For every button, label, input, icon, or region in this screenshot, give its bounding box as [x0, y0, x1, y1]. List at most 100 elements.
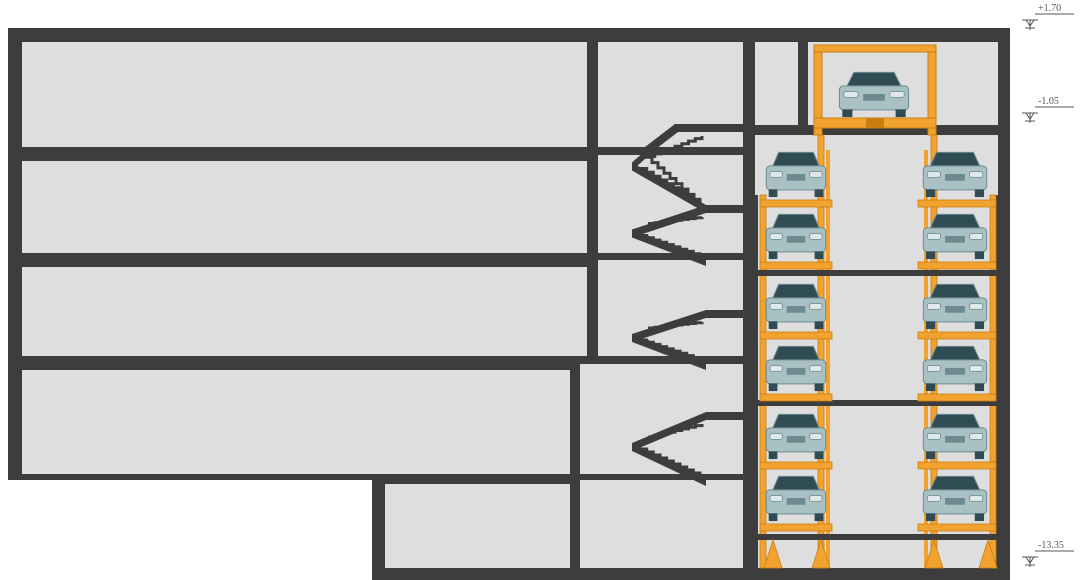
level-label-middle: -1.05 — [1038, 96, 1059, 107]
car-windshield — [845, 71, 903, 88]
stair-flight-lower — [632, 162, 706, 213]
car-windshield — [929, 283, 981, 300]
level-datum-icon — [1022, 106, 1074, 123]
car-headlight-left — [926, 171, 941, 178]
car-icon — [838, 71, 910, 118]
staircase-3 — [632, 310, 743, 370]
car-headlight-left — [926, 233, 941, 240]
pallet-left — [759, 199, 833, 208]
stair-steps — [648, 321, 704, 330]
car-icon — [765, 475, 827, 522]
car-wheel-left — [768, 513, 778, 522]
car-headlight-left — [769, 303, 783, 310]
car-headlight-left — [843, 91, 859, 98]
car-grille — [786, 174, 806, 181]
car-headlight-left — [769, 171, 783, 178]
building-structure — [8, 28, 1010, 580]
car-windshield — [929, 345, 981, 362]
car-windshield — [771, 475, 821, 492]
car-icon — [922, 413, 988, 460]
car-icon — [765, 283, 827, 330]
steel-column — [759, 194, 767, 569]
level-label-top: +1.70 — [1038, 3, 1061, 14]
car-icon — [765, 345, 827, 392]
car-wheel-right — [814, 513, 824, 522]
car-wheel-left — [925, 321, 936, 330]
car-icon — [922, 151, 988, 198]
level-datum-icon — [1022, 550, 1074, 567]
gantry-beam-top — [813, 44, 937, 53]
car-icon — [922, 345, 988, 392]
car-wheel-right — [974, 321, 985, 330]
car-windshield — [929, 475, 981, 492]
staircase-4 — [632, 412, 743, 486]
pallet-right — [917, 523, 997, 532]
car-grille — [945, 498, 965, 505]
shaft-floor-slab — [752, 534, 1000, 540]
level-marker-bottom: -13.35 — [1022, 540, 1074, 567]
car-wheel-right — [814, 189, 824, 198]
car-headlight-left — [926, 433, 941, 440]
level-marker-middle: -1.05 — [1022, 96, 1074, 123]
car-headlight-left — [769, 433, 783, 440]
car-headlight-left — [769, 233, 783, 240]
stair-steps — [640, 234, 702, 256]
car-grille — [945, 436, 965, 443]
staircase-2 — [632, 205, 743, 266]
car-wheel-left — [925, 251, 936, 260]
stair-steps — [640, 150, 702, 205]
stair-steps — [648, 424, 704, 439]
car-wheel-right — [895, 109, 906, 118]
car-wheel-left — [925, 513, 936, 522]
pallet-right — [917, 261, 997, 270]
car-wheel-right — [974, 383, 985, 392]
pallet-left — [759, 523, 833, 532]
stair-steps — [640, 447, 702, 476]
car-wheel-right — [974, 451, 985, 460]
stair-steps — [648, 216, 704, 225]
room-band-3 — [22, 267, 587, 356]
pallet-right — [917, 461, 997, 470]
car-wheel-left — [768, 451, 778, 460]
car-wheel-right — [814, 251, 824, 260]
car-headlight-left — [926, 365, 941, 372]
car-icon — [922, 475, 988, 522]
car-wheel-left — [768, 189, 778, 198]
car-headlight-left — [926, 495, 941, 502]
car-wheel-left — [768, 251, 778, 260]
steel-foot — [924, 538, 944, 569]
car-windshield — [771, 345, 821, 362]
car-windshield — [929, 151, 981, 168]
car-windshield — [929, 413, 981, 430]
pallet-right — [917, 199, 997, 208]
level-label-bottom: -13.35 — [1038, 540, 1064, 551]
car-headlight-left — [926, 303, 941, 310]
car-headlight-left — [769, 495, 783, 502]
car-grille — [786, 236, 806, 243]
pallet-left — [759, 331, 833, 340]
car-headlight-right — [969, 495, 984, 502]
pallet-left — [759, 393, 833, 402]
car-wheel-right — [974, 251, 985, 260]
room-band-2 — [22, 161, 587, 253]
car-grille — [863, 94, 885, 101]
steel-foot — [811, 538, 831, 569]
stair-core-space-2 — [598, 155, 743, 253]
stair-flight-lower — [632, 443, 706, 486]
steel-foot — [978, 538, 998, 569]
car-grille — [945, 306, 965, 313]
steel-column — [826, 150, 830, 568]
stair-steps — [648, 136, 704, 158]
stair-landing — [706, 310, 743, 318]
car-headlight-right — [809, 365, 823, 372]
car-wheel-left — [842, 109, 853, 118]
car-grille — [945, 236, 965, 243]
stair-landing — [706, 205, 743, 213]
car-headlight-right — [809, 495, 823, 502]
car-headlight-right — [969, 171, 984, 178]
car-windshield — [771, 151, 821, 168]
car-icon — [922, 283, 988, 330]
car-headlight-left — [769, 365, 783, 372]
car-windshield — [771, 283, 821, 300]
